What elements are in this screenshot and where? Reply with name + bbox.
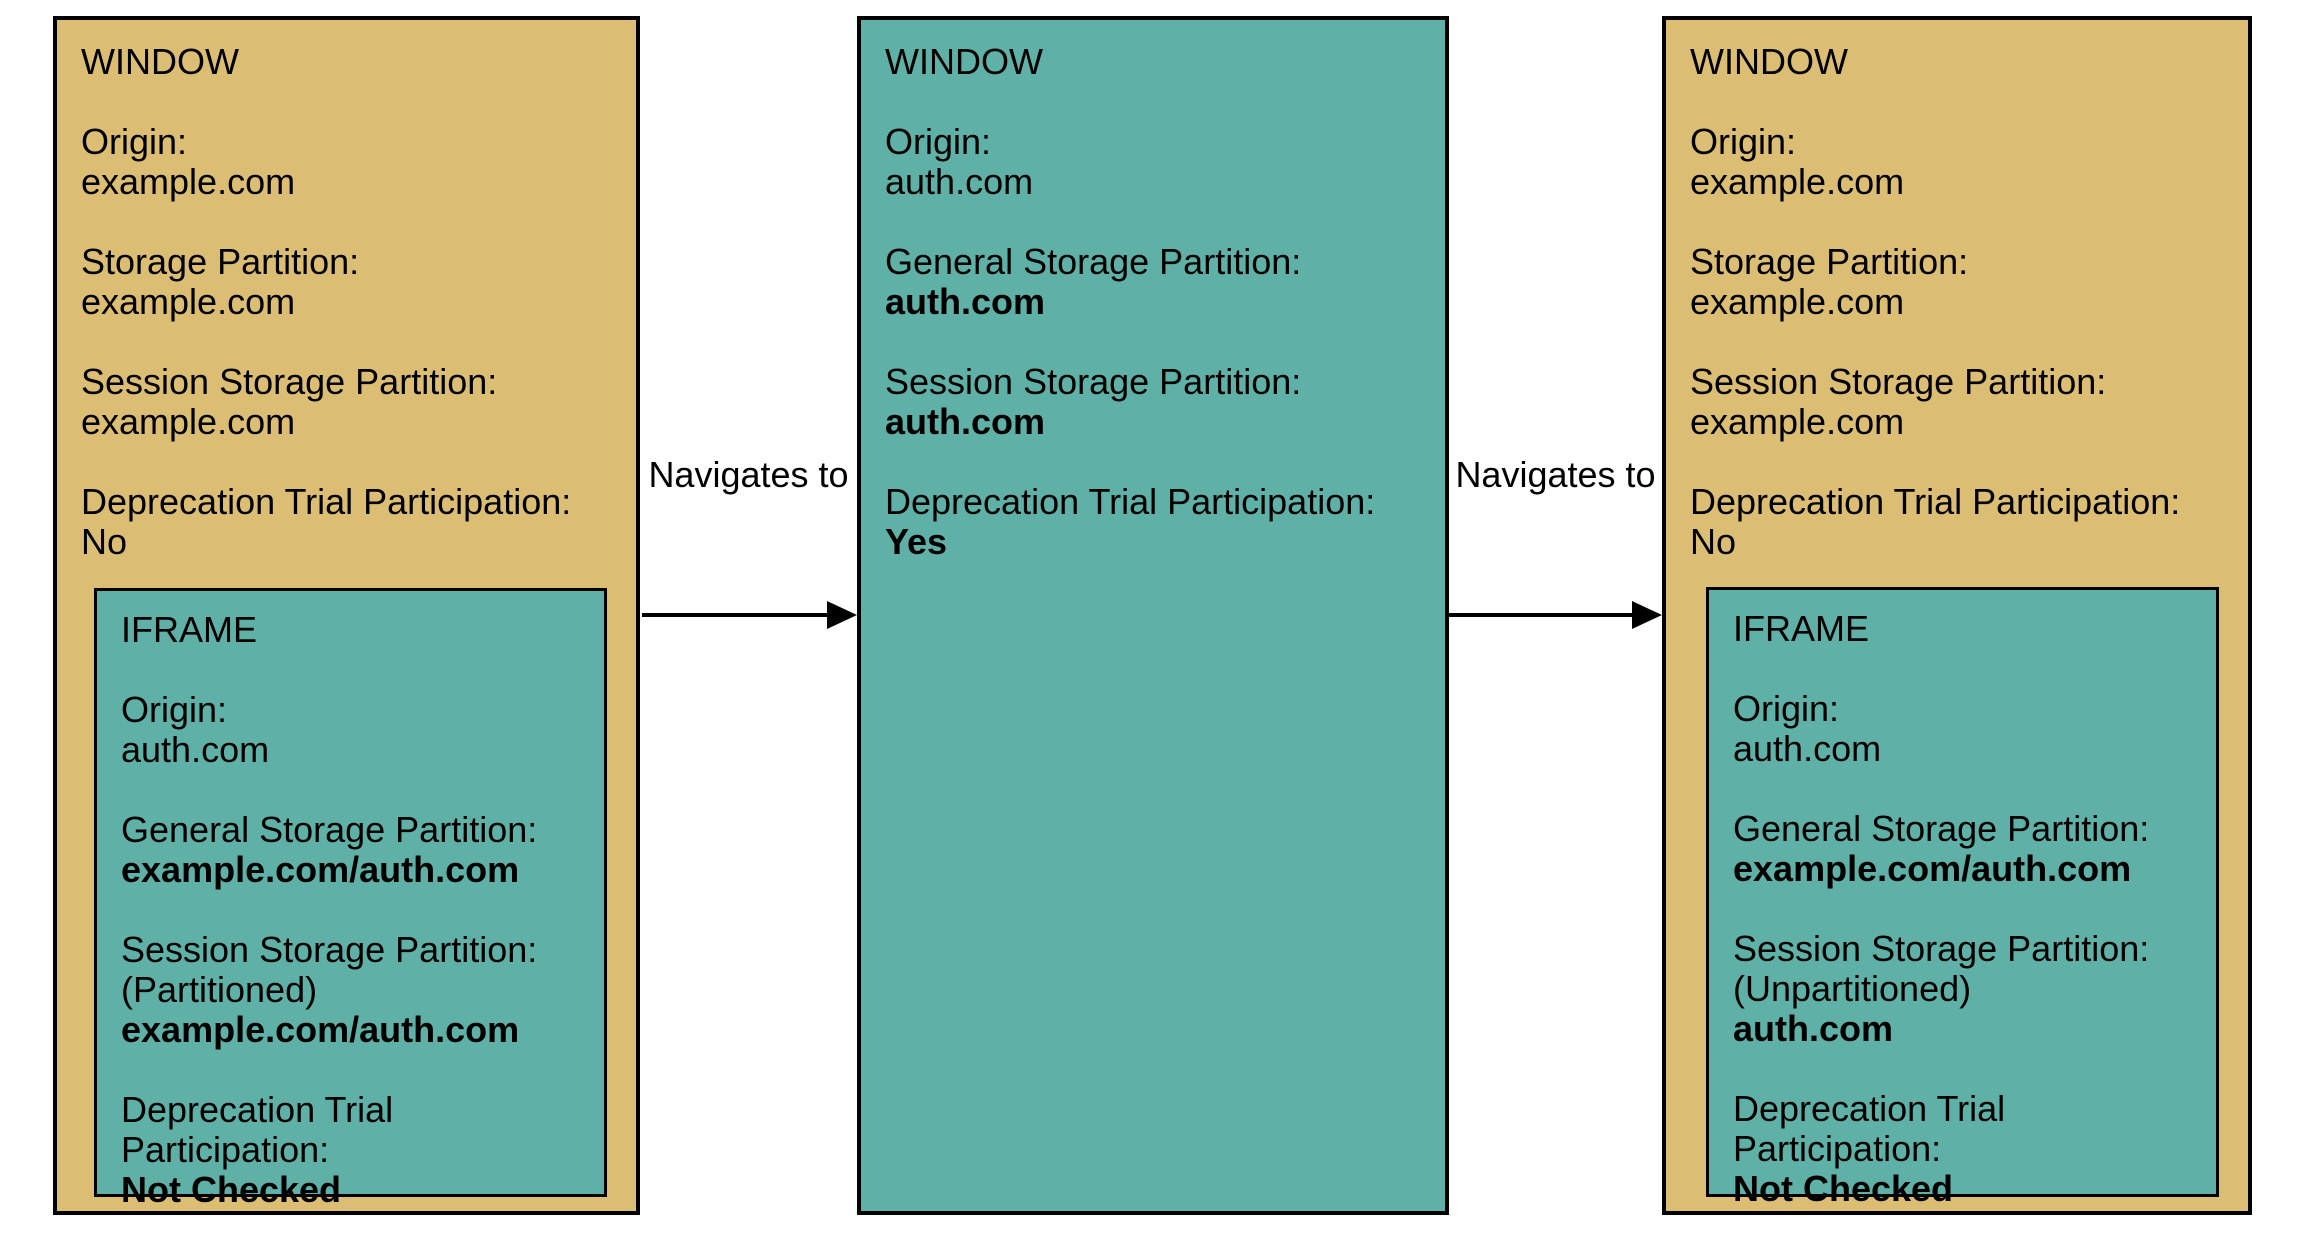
iframe-title: IFRAME	[121, 609, 258, 650]
arrow-label-navigates-to: Navigates to	[648, 454, 849, 495]
field-origin: Origin: auth.com	[885, 122, 1421, 202]
field-value: auth.com	[885, 161, 1034, 202]
field-label: Deprecation Trial Participation:	[1733, 1088, 2006, 1169]
window-box-middle: WINDOW Origin: auth.com General Storage …	[857, 16, 1449, 1215]
field-label: Session Storage Partition:	[885, 361, 1302, 402]
field-value: example.com/auth.com	[121, 849, 520, 890]
window-title: WINDOW	[81, 41, 239, 82]
window-box-right-content: WINDOW Origin: example.com Storage Parti…	[1666, 20, 2248, 584]
field-value: No	[1690, 521, 1737, 562]
field-label: Storage Partition:	[1690, 241, 1969, 282]
field-value: No	[81, 521, 128, 562]
window-title: WINDOW	[885, 41, 1043, 82]
window-title: WINDOW	[1690, 41, 1848, 82]
field-label: Origin:	[121, 689, 228, 730]
iframe-box-left: IFRAME Origin: auth.com General Storage …	[94, 588, 607, 1210]
iframe-box-left-content: IFRAME Origin: auth.com General Storage …	[97, 591, 604, 1229]
field-label: Deprecation Trial Participation:	[885, 481, 1376, 522]
field-label: General Storage Partition:	[1733, 808, 2150, 849]
field-value: example.com	[1690, 161, 1905, 202]
window-box-left-content: WINDOW Origin: example.com Storage Parti…	[57, 20, 636, 584]
field-deprecation-trial: Deprecation Trial Participation: Not Che…	[121, 1090, 580, 1210]
iframe-title: IFRAME	[1733, 608, 1870, 649]
arrow-line	[1449, 613, 1632, 617]
field-storage-partition: Storage Partition: example.com	[1690, 242, 2224, 322]
field-origin: Origin: example.com	[81, 122, 612, 202]
field-session-storage-partition: Session Storage Partition: example.com	[81, 362, 612, 442]
field-deprecation-trial: Deprecation Trial Participation: No	[81, 482, 612, 562]
field-label: Origin:	[1733, 688, 1840, 729]
field-deprecation-trial: Deprecation Trial Participation: Yes	[885, 482, 1421, 562]
window-box-middle-content: WINDOW Origin: auth.com General Storage …	[861, 20, 1445, 584]
field-value: example.com	[1690, 401, 1905, 442]
field-label: Origin:	[885, 121, 992, 162]
field-value: example.com/auth.com	[1733, 848, 2132, 889]
window-box-left: WINDOW Origin: example.com Storage Parti…	[53, 16, 640, 1215]
field-label: Origin:	[81, 121, 188, 162]
field-value: example.com/auth.com	[121, 1009, 520, 1050]
field-session-storage-partition: Session Storage Partition: example.com	[1690, 362, 2224, 442]
iframe-box-right-content: IFRAME Origin: auth.com General Storage …	[1709, 590, 2216, 1228]
arrow-label-navigates-to: Navigates to	[1455, 454, 1656, 495]
arrow-line	[642, 613, 829, 617]
field-label: General Storage Partition:	[121, 809, 538, 850]
field-origin: Origin: auth.com	[121, 690, 580, 770]
field-label: Session Storage Partition:	[1733, 928, 2150, 969]
field-value: Yes	[885, 521, 948, 562]
arrowhead-right-icon	[1632, 601, 1662, 629]
field-origin: Origin: auth.com	[1733, 689, 2192, 769]
field-session-storage-partition: Session Storage Partition: (Partitioned)…	[121, 930, 580, 1050]
field-value: auth.com	[1733, 1008, 1894, 1049]
field-label: Session Storage Partition:	[121, 929, 538, 970]
field-label: Session Storage Partition:	[81, 361, 498, 402]
field-value: auth.com	[1733, 728, 1882, 769]
field-session-storage-partition: Session Storage Partition: (Unpartitione…	[1733, 929, 2192, 1049]
field-value: example.com	[81, 281, 296, 322]
field-value: auth.com	[885, 281, 1046, 322]
arrowhead-right-icon	[827, 601, 857, 629]
field-value: example.com	[1690, 281, 1905, 322]
field-value: auth.com	[121, 729, 270, 770]
field-deprecation-trial: Deprecation Trial Participation: No	[1690, 482, 2224, 562]
iframe-box-right: IFRAME Origin: auth.com General Storage …	[1706, 587, 2219, 1209]
field-storage-partition: Storage Partition: example.com	[81, 242, 612, 322]
field-label: Deprecation Trial Participation:	[1690, 481, 2181, 522]
field-value: Not Checked	[121, 1169, 342, 1210]
field-deprecation-trial: Deprecation Trial Participation: Not Che…	[1733, 1089, 2192, 1209]
field-value: Not Checked	[1733, 1168, 1954, 1209]
field-value: auth.com	[885, 401, 1046, 442]
field-note: (Unpartitioned)	[1733, 968, 1972, 1009]
field-label: Deprecation Trial Participation:	[81, 481, 572, 522]
field-label: Origin:	[1690, 121, 1797, 162]
field-session-storage-partition: Session Storage Partition: auth.com	[885, 362, 1421, 442]
field-general-storage-partition: General Storage Partition: example.com/a…	[121, 810, 580, 890]
field-label: General Storage Partition:	[885, 241, 1302, 282]
field-origin: Origin: example.com	[1690, 122, 2224, 202]
field-label: Storage Partition:	[81, 241, 360, 282]
field-label: Deprecation Trial Participation:	[121, 1089, 394, 1170]
field-value: example.com	[81, 401, 296, 442]
field-note: (Partitioned)	[121, 969, 318, 1010]
field-label: Session Storage Partition:	[1690, 361, 2107, 402]
field-value: example.com	[81, 161, 296, 202]
window-box-right: WINDOW Origin: example.com Storage Parti…	[1662, 16, 2252, 1215]
field-general-storage-partition: General Storage Partition: auth.com	[885, 242, 1421, 322]
field-general-storage-partition: General Storage Partition: example.com/a…	[1733, 809, 2192, 889]
